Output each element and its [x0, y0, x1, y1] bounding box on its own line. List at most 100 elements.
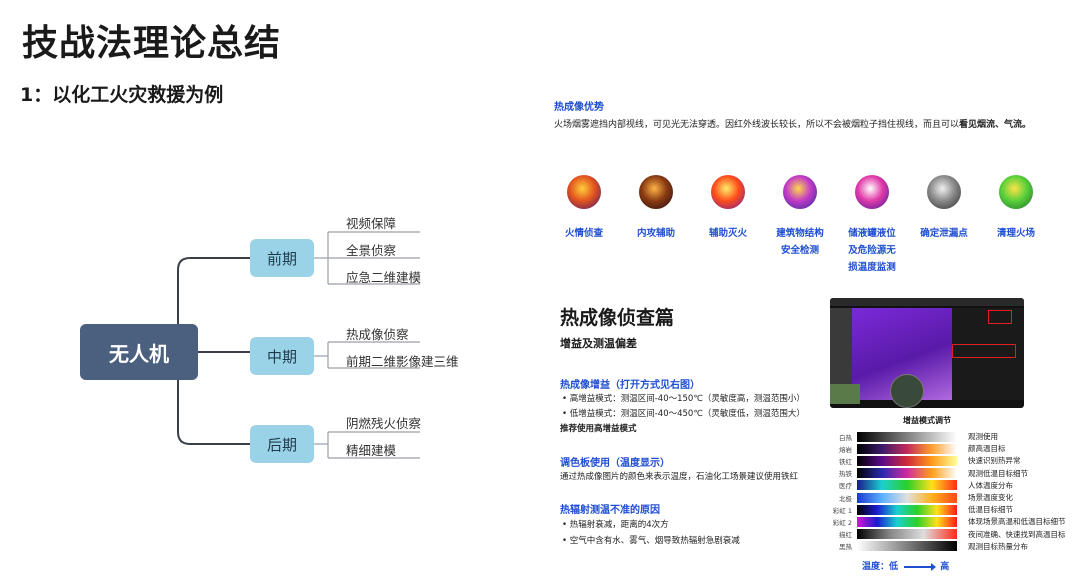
use-case-item: 辅助灭火 [696, 175, 760, 242]
mindmap-leaf: 应急二维建模 [346, 270, 422, 285]
palette-row: 铁红快速识别热异常 [832, 455, 1021, 466]
mindmap-leaf: 全景侦察 [346, 243, 397, 258]
page-subtitle: 1：以化工火灾救援为例 [20, 84, 224, 106]
use-case-label: 储液罐液位 及危险源无 损温度监测 [848, 228, 896, 273]
error-bullet-text: 空气中含有水、雾气、烟导致热辐射急剧衰减 [569, 536, 740, 546]
gain-bullet-text: 高增益模式：测温区间-40～150℃（灵敏度高，测温范围小） [569, 394, 805, 404]
palette-name: 彩虹 2 [832, 518, 852, 527]
palette-chart: 白热 观测使用熔岩 颜高温目标铁红快速识别热异常热铁 观测低温目标细节医疗 人体温度分布… [832, 431, 1072, 555]
palette-name: 彩虹 1 [832, 506, 852, 515]
palette-footer-high: 高 [940, 562, 950, 572]
gain-highlight [952, 344, 1016, 358]
use-case-label: 辅助灭火 [708, 228, 747, 239]
palette-gradient-bar [857, 431, 957, 442]
palette-name: 熔岩 [839, 445, 852, 454]
page-title: 技战法理论总结 [22, 23, 282, 64]
error-bullet-text: 热辐射衰减，距离的4次方 [569, 520, 669, 530]
palette-gradient-bar [857, 504, 957, 515]
map-thumbnail [830, 384, 860, 404]
recon-title: 热成像侦查篇 [560, 307, 675, 329]
error-bullet: • 空气中含有水、雾气、烟导致热辐射急剧衰减 [562, 536, 740, 546]
palette-text: 通过热成像图片的颜色来表示温度，石油化工场景建议使用铁红 [560, 472, 799, 482]
palette-name: 北极 [839, 494, 852, 503]
use-case-item: 建筑物结构 安全检测 [768, 175, 832, 259]
palette-row: 医疗 人体温度分布 [832, 480, 1013, 491]
thermal-advantage-prefix: 火场烟雾遮挡内部视线，可见光无法穿透。因红外线波长较长，所以不会被烟粒子挡住视线… [554, 120, 960, 130]
palette-desc: 观测低温目标细节 [968, 468, 1028, 478]
recon-subtitle: 增益及测温偏差 [560, 337, 637, 350]
mindmap-leaf: 精细建模 [346, 443, 397, 458]
error-heading: 热辐射测温不准的原因 [560, 505, 660, 516]
use-case-item: 清理火场 [984, 175, 1048, 242]
use-case-label: 清理火场 [996, 228, 1035, 239]
palette-footer: 温度：低 高 [862, 559, 949, 572]
use-case-label: 确定泄漏点 [920, 228, 968, 239]
mindmap-leaf: 阴燃残火侦察 [346, 416, 422, 431]
thermal-image-icon [783, 175, 817, 209]
palette-desc: 颜高温目标 [968, 444, 1006, 454]
gain-heading: 热成像增益（打开方式见右图） [560, 380, 700, 391]
palette-desc: 人体温度分布 [968, 480, 1013, 490]
mindmap-root-node: 无人机 [80, 324, 198, 380]
palette-desc: 场景温度变化 [968, 493, 1013, 502]
mindmap-phase-late: 后期 [250, 425, 314, 463]
use-case-label: 建筑物结构 安全检测 [776, 228, 824, 256]
palette-row: 黑热观测目标热量分布 [832, 541, 1028, 552]
thermal-advantage-text: 火场烟雾遮挡内部视线，可见光无法穿透。因红外线波长较长，所以不会被烟粒子挡住视线… [554, 117, 1031, 130]
use-case-label: 内攻辅助 [636, 228, 675, 239]
palette-name: 热铁 [839, 470, 852, 479]
thermal-image-icon [855, 175, 889, 209]
palette-footer-low: 温度：低 [862, 562, 899, 572]
use-case-row: 火情侦查 内攻辅助 辅助灭火 建筑物结构 安全检测储液罐液位 及危险源无 损温度监测 确… [552, 175, 1072, 285]
use-case-item: 内攻辅助 [624, 175, 688, 242]
palette-desc: 低温目标细节 [968, 505, 1013, 515]
mindmap-phase-early: 前期 [250, 239, 314, 277]
mindmap-leaf: 热成像侦察 [346, 327, 409, 342]
gain-recommend: 推荐使用高增益模式 [560, 424, 637, 434]
palette-gradient-bar [857, 541, 957, 552]
palette-row: 热铁 观测低温目标细节 [832, 468, 1028, 479]
palette-name: 白热 [839, 433, 852, 442]
thermal-advantage-heading: 热成像优势 [554, 102, 604, 113]
palette-row: 彩虹 1 低温目标细节 [832, 504, 1013, 515]
thermal-advantage-bold: 看见烟流、气流。 [959, 120, 1032, 130]
mindmap-phase-middle: 中期 [250, 337, 314, 375]
palette-heading: 调色板使用（温度显示） [560, 458, 670, 469]
arrow-right-icon [904, 562, 937, 571]
thermal-image-icon [567, 175, 601, 209]
use-case-item: 确定泄漏点 [912, 175, 976, 242]
app-left-panel [830, 308, 852, 400]
palette-name: 黑热 [839, 543, 852, 552]
palette-gradient-bar [857, 480, 957, 491]
palette-gradient-bar [857, 468, 957, 479]
palette-row: 描红夜间准确、快速找到高温目标 [832, 529, 1066, 540]
palette-row: 白热 观测使用 [832, 431, 998, 442]
palette-gradient-bar [857, 516, 957, 527]
palette-gradient-bar [857, 443, 957, 454]
palette-desc: 体现场景高温和低温目标细节 [968, 517, 1066, 527]
palette-name: 医疗 [839, 482, 852, 491]
gain-bullet: • 高增益模式：测温区间-40～150℃（灵敏度高，测温范围小） [562, 394, 805, 404]
gain-bullet: • 低增益模式：测温区间-40～450℃（灵敏度低，测温范围大） [562, 409, 805, 419]
thermal-image-icon [711, 175, 745, 209]
use-case-item: 火情侦查 [552, 175, 616, 242]
palette-row: 北极 场景温度变化 [832, 492, 1013, 503]
thermal-image-icon [927, 175, 961, 209]
mindmap-leaf: 前期二维影像建三维 [346, 354, 459, 369]
palette-row: 熔岩 颜高温目标 [832, 443, 1006, 454]
compass-icon [890, 374, 924, 408]
palette-chart-title: 增益模式调节 [903, 416, 951, 425]
use-case-label: 火情侦查 [564, 228, 603, 239]
settings-highlight [988, 310, 1012, 324]
palette-gradient-bar [857, 492, 957, 503]
use-case-item: 储液罐液位 及危险源无 损温度监测 [840, 175, 904, 276]
mindmap-connectors [177, 231, 420, 459]
thermal-image-icon [999, 175, 1033, 209]
palette-name: 铁红 [839, 457, 852, 466]
palette-gradient-bar [857, 529, 957, 540]
palette-desc: 观测使用 [968, 432, 998, 441]
drone-app-screenshot [830, 298, 1024, 408]
palette-row: 彩虹 2 体现场景高温和低温目标细节 [832, 516, 1066, 527]
palette-desc: 夜间准确、快速找到高温目标 [968, 529, 1066, 539]
app-status-bar [830, 298, 1024, 306]
